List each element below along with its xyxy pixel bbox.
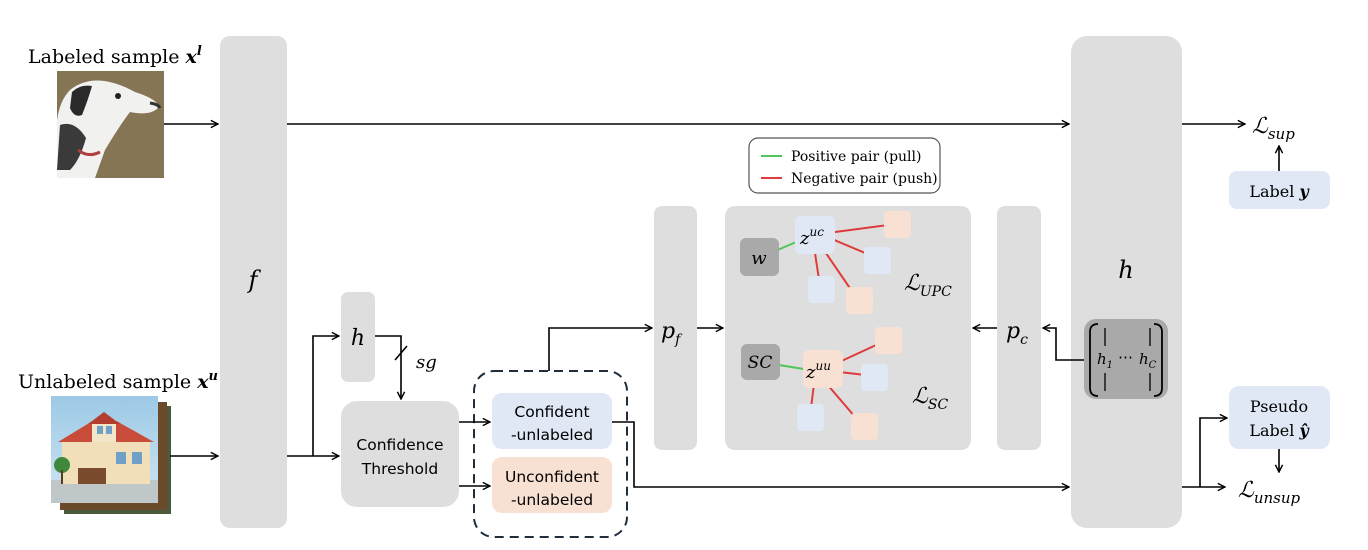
encoder-f-block — [220, 36, 287, 528]
projector-pc-label: pc — [1006, 319, 1028, 348]
classifier-h-label: h — [1118, 256, 1133, 284]
svg-text:⋯: ⋯ — [1118, 348, 1133, 366]
head-h-small-label: h — [351, 326, 365, 351]
classifier-h-block — [1071, 36, 1182, 528]
pseudo-label-box — [1229, 386, 1330, 449]
loss-sup-label: ℒsup — [1252, 114, 1295, 143]
projector-pf-label: pf — [661, 319, 683, 348]
node-sc-label: SC — [748, 353, 773, 373]
label-y-text: Label y — [1249, 182, 1310, 201]
legend-negative: Negative pair (push) — [791, 171, 938, 187]
loss-unsup-label: ℒunsup — [1238, 478, 1301, 507]
contrastive-panel — [725, 206, 971, 450]
confidence-threshold-block — [341, 401, 459, 507]
legend: Positive pair (pull) Negative pair (push… — [748, 137, 941, 194]
unlabeled-sample-label: Unlabeled sample xu — [18, 369, 218, 393]
loss-upc-label: ℒUPC — [904, 271, 952, 300]
svg-text:hC: hC — [1139, 350, 1157, 371]
unconfident-unlabeled-line2: -unlabeled — [511, 491, 593, 509]
pseudo-label-line1: Pseudo — [1250, 397, 1308, 416]
node-upc-neg-3 — [808, 276, 835, 303]
labeled-sample-label: Labeled sample xl — [28, 44, 202, 68]
node-upc-neg-2 — [864, 247, 891, 274]
node-sc-neg-2 — [861, 364, 888, 391]
node-w-label: w — [751, 248, 767, 269]
confident-unlabeled-line1: Confident — [514, 403, 589, 421]
node-upc-neg-1 — [884, 211, 911, 238]
dog-image — [57, 71, 164, 178]
head-h-small-block — [341, 292, 375, 382]
confident-unlabeled-box — [492, 393, 612, 449]
node-z-uc-label: zuc — [799, 225, 824, 249]
prototype-matrix: h1 ⋯ hC — [1084, 319, 1168, 399]
connectors — [164, 124, 1279, 487]
confidence-threshold-line1: Confidence — [356, 436, 443, 454]
svg-text:h1: h1 — [1097, 350, 1113, 371]
node-w — [740, 238, 779, 276]
node-z-uu-label: zuu — [805, 359, 831, 383]
node-z-uc — [795, 216, 835, 254]
pseudo-label-line2: Label ŷ — [1249, 421, 1310, 440]
unconfident-unlabeled-line1: Unconfident — [505, 468, 599, 486]
node-sc-neg-4 — [851, 413, 878, 440]
node-sc-neg-1 — [875, 327, 902, 354]
projector-pc-block — [997, 206, 1041, 450]
unconfident-unlabeled-box — [492, 457, 612, 513]
stop-grad-label: sg — [416, 352, 437, 373]
node-z-uu — [803, 350, 843, 388]
house-image-stack — [51, 396, 171, 514]
loss-sc-label: ℒSC — [912, 384, 948, 413]
node-sc-neg-3 — [797, 404, 824, 431]
node-sc — [741, 344, 780, 380]
legend-positive: Positive pair (pull) — [791, 149, 921, 165]
projector-pf-block — [654, 206, 697, 450]
label-y-box — [1229, 171, 1330, 209]
confidence-threshold-line2: Threshold — [361, 460, 438, 478]
confident-unlabeled-line2: -unlabeled — [511, 426, 593, 444]
node-upc-neg-4 — [846, 287, 873, 314]
